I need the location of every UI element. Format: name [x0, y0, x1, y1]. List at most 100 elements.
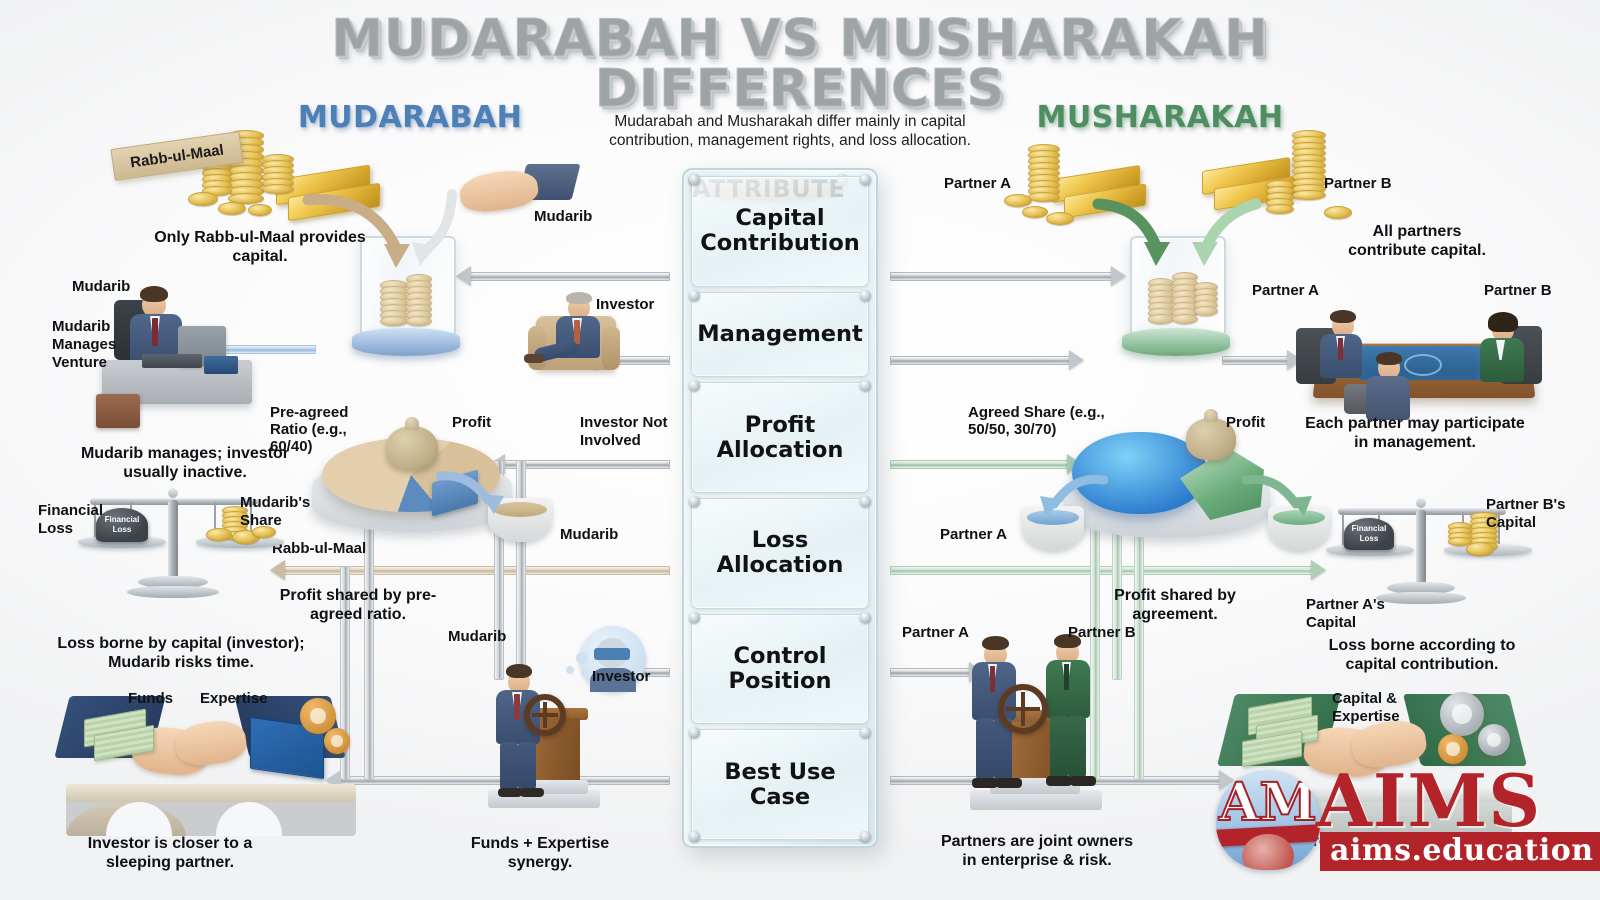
balance-scale-musharakah: Financial Loss [1308, 496, 1534, 614]
label-partner-b-capital-scale: Partner B's Capital [1486, 496, 1566, 531]
attribute-row-best-use-case[interactable]: Best Use Case [689, 727, 871, 843]
caption-musharakah-control: Partners are joint owners in enterprise … [940, 833, 1134, 869]
label-partner-b-control: Partner B [1068, 624, 1136, 641]
label-rabb-ul-maal-flow: Rabb-ul-Maal [272, 540, 367, 557]
investor-thought-avatar [580, 626, 646, 692]
attribute-row-label: Management [697, 321, 863, 347]
capital-inflow-arrow-right [1092, 198, 1262, 266]
connector-right-management [890, 350, 1084, 370]
screw-icon [689, 831, 700, 843]
label-investor-not-involved: Investor Not Involved [580, 414, 668, 449]
financial-loss-weight: Financial Loss [96, 508, 148, 542]
label-profit-mudarabah: Profit [452, 414, 492, 431]
thought-bubble-medium [576, 652, 588, 664]
connector-right-capital [890, 266, 1126, 286]
label-partner-b-management: Partner B [1484, 282, 1552, 299]
label-partner-a-management: Partner A [1252, 282, 1319, 299]
attribute-column: ATTRIBUTE Capital Contribution Managemen… [682, 168, 878, 848]
caption-musharakah-profit: Profit shared by agreement. [1114, 587, 1236, 623]
label-agreed-share: Agreed Share (e.g., 50/50, 30/70) [968, 404, 1105, 438]
podium-partners [938, 626, 1128, 814]
gear-icon [1438, 734, 1468, 764]
attribute-row-label: Loss Allocation [716, 527, 844, 579]
label-investor-control: Investor [592, 668, 651, 685]
connector-left-capital [456, 266, 670, 286]
investor-armchair-scene [516, 288, 638, 388]
screw-icon [860, 727, 871, 739]
attribute-row-management[interactable]: Management [689, 289, 871, 378]
screw-icon [689, 174, 700, 185]
connector-left-loss [270, 560, 670, 580]
pipe-left-a [340, 566, 350, 780]
label-partner-a-profit: Partner A [940, 526, 1007, 543]
aims-logo[interactable]: AM AIMS aims.education [1216, 758, 1600, 872]
label-financial-loss: Financial Loss [38, 502, 104, 537]
aims-url[interactable]: aims.education [1320, 832, 1600, 871]
label-profit-musharakah: Profit [1226, 414, 1266, 431]
gear-icon [300, 698, 336, 734]
column-heading-musharakah: MUSHARAKAH [1036, 100, 1284, 135]
aims-crest-icon: AM [1216, 770, 1320, 870]
attribute-row-control-position[interactable]: Control Position [689, 611, 871, 725]
bowl-partner-b [1268, 506, 1330, 550]
label-mudarib-profit-recipient: Mudarib [560, 526, 619, 543]
attribute-row-loss-allocation[interactable]: Loss Allocation [689, 496, 871, 609]
label-partner-b-capital: Partner B [1324, 175, 1392, 192]
screw-icon [689, 496, 700, 508]
gear-icon [324, 728, 350, 754]
globe-icon [1242, 834, 1294, 870]
caption-musharakah-management: Each partner may participate in manageme… [1305, 415, 1525, 451]
tag-rabb-ul-maal-label: Rabb-ul-Maal [129, 141, 225, 171]
title-line-1: MUDARABAH VS MUSHARAKAH [331, 9, 1269, 69]
gear-icon [1478, 724, 1510, 756]
attribute-row-label: Best Use Case [724, 758, 836, 810]
caption-mudarabah-control: Funds + Expertise synergy. [470, 835, 610, 871]
screw-icon [860, 496, 871, 508]
aims-wordmark: AIMS [1316, 758, 1542, 843]
bowl-partner-a [1022, 506, 1084, 550]
profit-flow-arrow-left [436, 471, 504, 514]
screw-icon [860, 289, 871, 301]
pipe-left-c [494, 460, 504, 680]
handshake-bridge-mudarabah [54, 680, 356, 840]
caption-mudarabah-capital: Only Rabb-ul-Maal provides capital. [154, 229, 366, 265]
balance-scale-mudarabah: Financial Loss [60, 486, 286, 606]
profit-flow-arrow-right-b [1242, 474, 1312, 516]
financial-loss-weight: Financial Loss [1344, 518, 1394, 550]
screw-icon [689, 289, 700, 301]
title-line-2: DIFFERENCES [594, 59, 1006, 119]
attribute-row-label: Control Position [728, 643, 832, 695]
caption-mudarabah-profit: Profit shared by pre-agreed ratio. [279, 587, 437, 623]
attribute-row-profit-allocation[interactable]: Profit Allocation [689, 380, 871, 494]
screw-icon [860, 174, 871, 185]
profit-pie-musharakah [1064, 409, 1284, 546]
page-title: MUDARABAH VS MUSHARAKAH DIFFERENCES [0, 13, 1600, 119]
caption-musharakah-capital: All partners contribute capital. [1348, 223, 1486, 259]
financial-loss-weight-label: Financial Loss [1351, 524, 1387, 543]
financial-loss-weight-label: Financial Loss [104, 515, 140, 534]
label-mudarib-capital: Mudarib [534, 208, 593, 225]
label-partner-a-capital-scale: Partner A's Capital [1306, 596, 1385, 631]
screw-icon [860, 831, 871, 843]
label-preagreed-ratio: Pre-agreed Ratio (e.g., 60/40) [270, 404, 349, 455]
gear-icon [1440, 692, 1484, 736]
subtitle: Mudarabah and Musharakah differ mainly i… [609, 113, 971, 149]
label-funds: Funds [128, 690, 173, 707]
label-mudarib-management: Mudarib [72, 278, 131, 295]
profit-pie-mudarabah [312, 417, 522, 540]
gold-pile-partner-a [1004, 136, 1156, 242]
column-heading-mudarabah: MUDARABAH [297, 100, 523, 135]
handshake-bridge-musharakah [1217, 676, 1527, 846]
attribute-row-capital-contribution[interactable]: Capital Contribution [689, 174, 871, 287]
mudarib-desk-scene [92, 282, 282, 428]
thought-bubble-small [566, 666, 574, 674]
caption-mudarabah-management: Mudarib manages; investor usually inacti… [80, 445, 290, 481]
partners-meeting-scene [1288, 288, 1568, 420]
capital-jar-mudarabah [352, 236, 460, 360]
caption-musharakah-loss: Loss borne according to capital contribu… [1328, 637, 1516, 673]
screw-icon [860, 611, 871, 623]
connector-right-loss [890, 560, 1326, 580]
capital-inflow-arrow-left [302, 189, 457, 268]
label-investor: Investor [596, 296, 655, 313]
